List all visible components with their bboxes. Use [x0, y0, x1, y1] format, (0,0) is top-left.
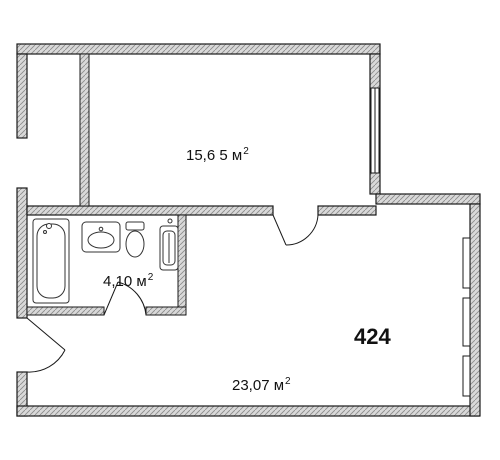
bathroom-area-value: 4,10	[103, 273, 133, 290]
bedroom-area-power: 2	[243, 146, 249, 157]
apartment-number: 424	[354, 324, 391, 349]
room-area-bathroom: 4,10 м2	[103, 272, 154, 290]
bathroom-area-power: 2	[147, 272, 154, 283]
doors	[26, 214, 319, 373]
bathroom-area-unit: м	[136, 273, 147, 290]
room-area-living: 23,07 м2	[232, 376, 291, 394]
interior-walls	[26, 53, 187, 316]
bedroom-area-unit: м	[231, 147, 243, 164]
exterior-walls	[16, 43, 481, 417]
living-area-unit: м	[273, 377, 285, 394]
room-area-bedroom: 15,6 5 м2	[186, 146, 249, 164]
living-area-power: 2	[285, 376, 291, 387]
living-area-value: 23,07	[232, 377, 270, 394]
bathroom-fixtures	[32, 218, 179, 304]
windows	[370, 87, 471, 397]
bedroom-area-value: 15,6 5	[186, 147, 228, 164]
